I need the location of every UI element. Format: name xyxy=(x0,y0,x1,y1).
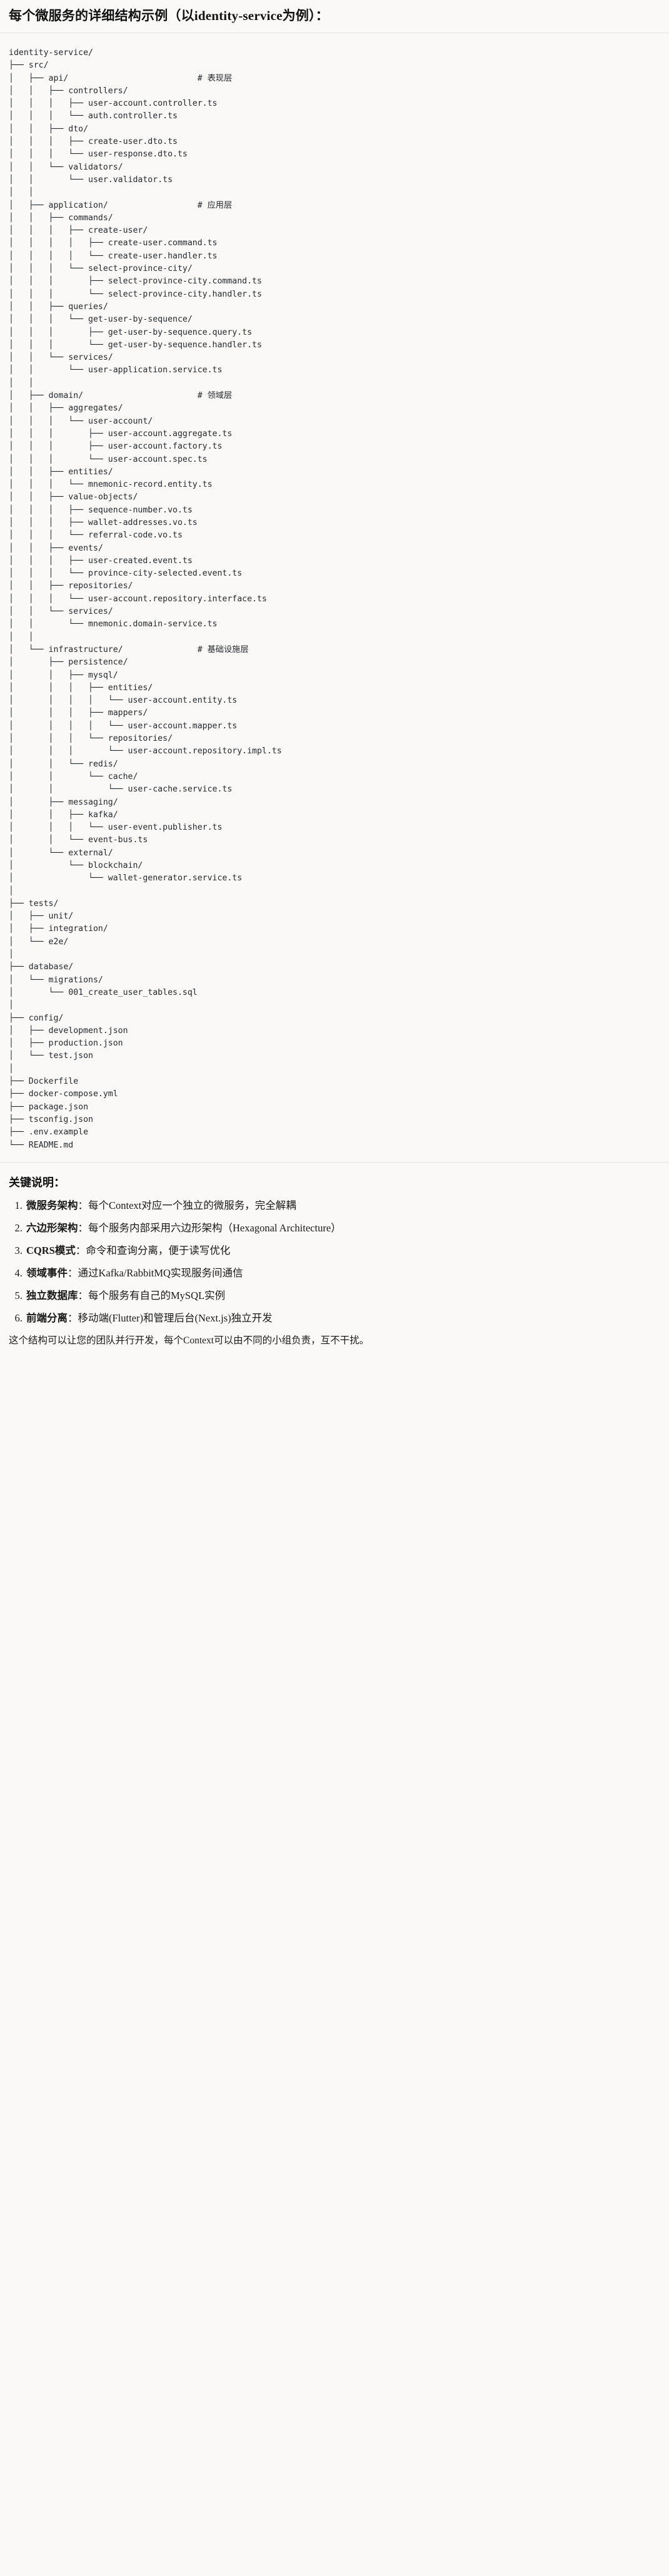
key-point-label: 微服务架构 xyxy=(26,1199,78,1211)
closing-paragraph: 这个结构可以让您的团队并行开发，每个Context可以由不同的小组负责，互不干扰… xyxy=(9,1335,370,1346)
tree-divider xyxy=(0,1161,669,1163)
key-point-item: 微服务架构：每个Context对应一个独立的微服务，完全解耦 xyxy=(25,1199,660,1213)
key-point-text: 命令和查询分离，便于读写优化 xyxy=(86,1244,231,1256)
key-point-label: 前端分离 xyxy=(26,1311,68,1324)
key-point-separator: ： xyxy=(78,1199,89,1211)
key-point-item: 独立数据库：每个服务有自己的MySQL实例 xyxy=(25,1289,660,1303)
key-point-item: CQRS模式：命令和查询分离，便于读写优化 xyxy=(25,1244,660,1258)
key-point-label: 领域事件 xyxy=(26,1266,68,1279)
key-point-text: 通过Kafka/RabbitMQ实现服务间通信 xyxy=(78,1266,243,1279)
document-page: 每个微服务的详细结构示例（以identity-service为例）： ident… xyxy=(0,0,669,1363)
key-point-text: 每个服务有自己的MySQL实例 xyxy=(88,1289,226,1301)
key-points-list: 微服务架构：每个Context对应一个独立的微服务，完全解耦六边形架构：每个服务… xyxy=(9,1199,660,1325)
key-point-separator: ： xyxy=(68,1311,78,1324)
key-points-heading: 关键说明： xyxy=(9,1176,65,1189)
key-point-item: 前端分离：移动端(Flutter)和管理后台(Next.js)独立开发 xyxy=(25,1311,660,1325)
key-points-section: 关键说明： 微服务架构：每个Context对应一个独立的微服务，完全解耦六边形架… xyxy=(0,1163,669,1363)
page-title: 每个微服务的详细结构示例（以identity-service为例）： xyxy=(9,8,329,23)
key-point-text: 每个Context对应一个独立的微服务，完全解耦 xyxy=(88,1199,296,1211)
key-point-text: 移动端(Flutter)和管理后台(Next.js)独立开发 xyxy=(78,1311,273,1324)
key-point-separator: ： xyxy=(68,1266,78,1279)
key-point-label: CQRS模式 xyxy=(26,1244,76,1256)
directory-tree: identity-service/ ├── src/ │ ├── api/ # … xyxy=(9,48,282,1150)
key-point-separator: ： xyxy=(78,1221,89,1234)
key-point-separator: ： xyxy=(75,1244,86,1256)
key-point-item: 领域事件：通过Kafka/RabbitMQ实现服务间通信 xyxy=(25,1266,660,1280)
key-point-separator: ： xyxy=(78,1289,89,1301)
key-point-item: 六边形架构：每个服务内部采用六边形架构（Hexagonal Architectu… xyxy=(25,1221,660,1235)
key-point-label: 六边形架构 xyxy=(26,1221,78,1234)
key-point-text: 每个服务内部采用六边形架构（Hexagonal Architecture） xyxy=(88,1221,341,1234)
key-point-label: 独立数据库 xyxy=(26,1289,78,1301)
directory-tree-block: identity-service/ ├── src/ │ ├── api/ # … xyxy=(0,33,669,1162)
